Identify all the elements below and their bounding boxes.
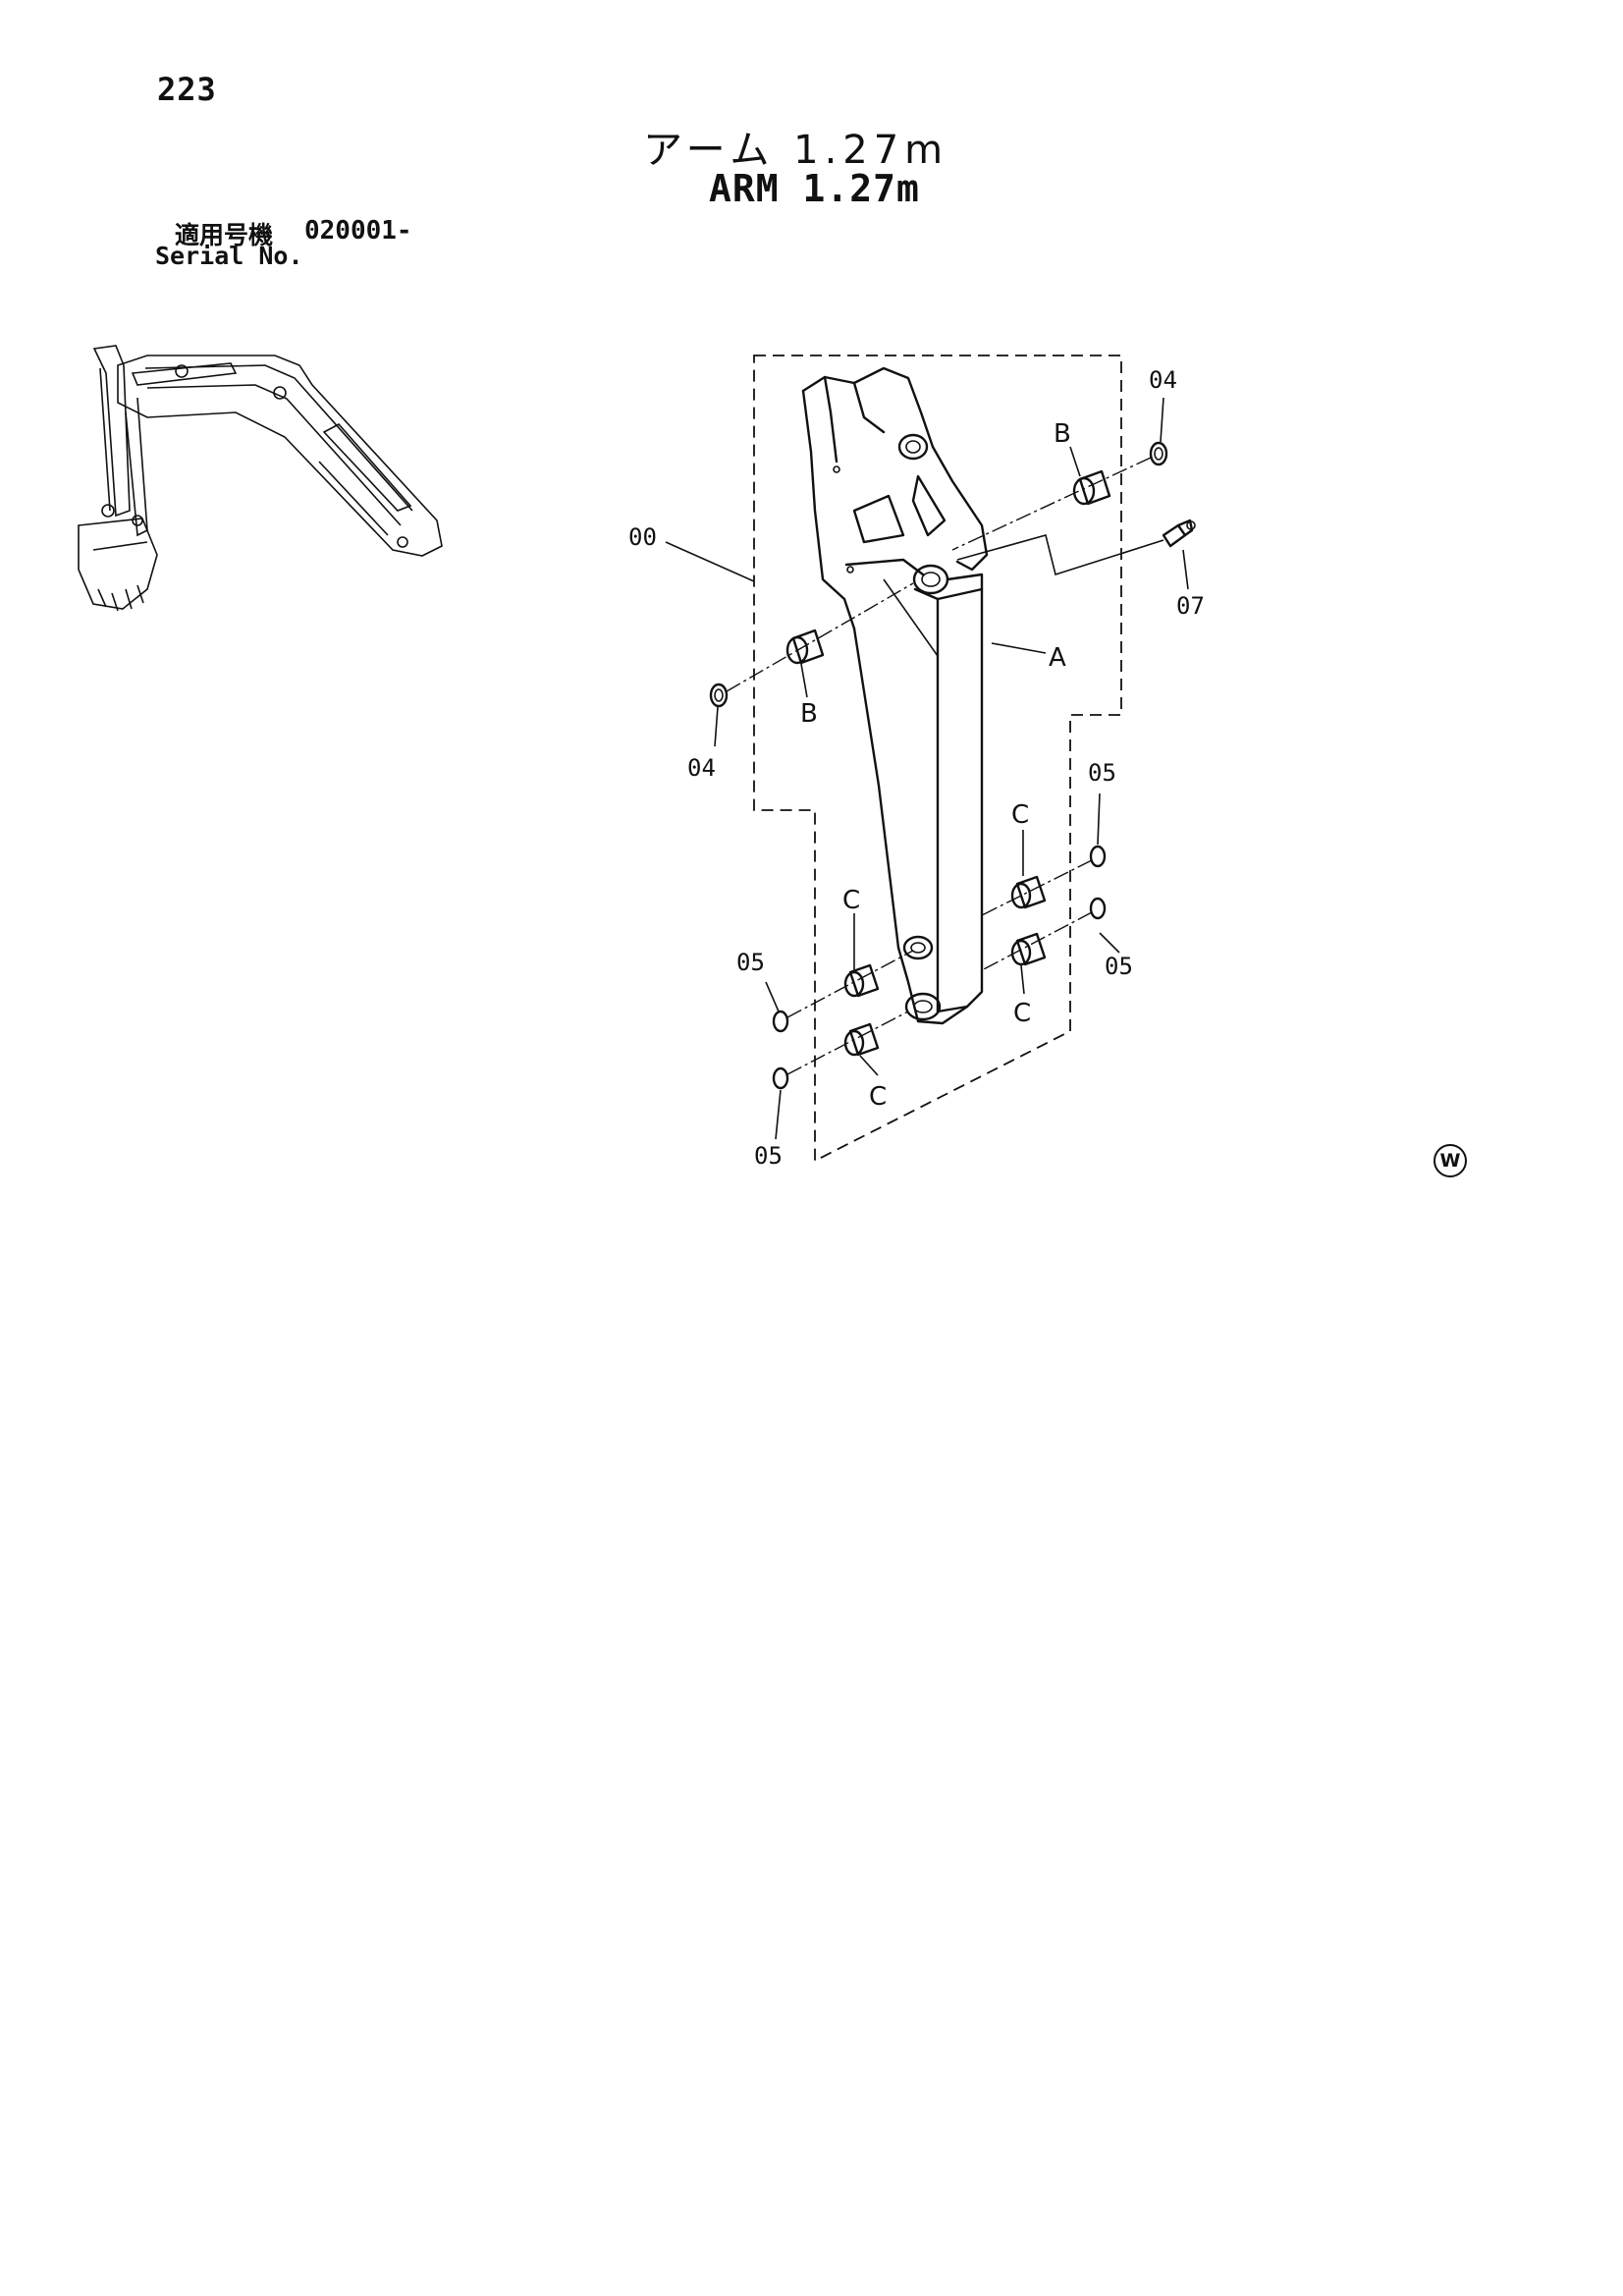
centerline-lower xyxy=(726,582,914,692)
assembly-boundary xyxy=(753,355,1122,1163)
excavator-thumbnail xyxy=(78,345,443,612)
centerline-c-left-upper xyxy=(786,950,914,1018)
bushing-c-right-lower xyxy=(1010,932,1047,966)
serial-label-jp: 適用号機 xyxy=(175,221,274,249)
centerline-upper xyxy=(951,457,1152,551)
page-number: 223 xyxy=(157,71,217,108)
seal-04-lower xyxy=(709,683,729,708)
label-bushing-b-lower: B xyxy=(800,699,818,729)
label-seal-04-upper: 04 xyxy=(1149,366,1177,394)
page-title-en: ARM 1.27m xyxy=(709,167,920,210)
bushing-c-right-upper xyxy=(1010,875,1047,909)
registered-w-mark: W xyxy=(1434,1144,1467,1177)
label-seal-05-right-upper: 05 xyxy=(1088,759,1116,787)
label-bushing-c-left-lower: C xyxy=(869,1082,887,1112)
seal-05-left-upper xyxy=(772,1010,789,1033)
label-arm-a: A xyxy=(1049,643,1066,673)
label-seal-04-lower: 04 xyxy=(687,754,716,782)
label-bushing-c-left-upper: C xyxy=(842,886,860,915)
label-grease-fitting-07: 07 xyxy=(1176,592,1205,620)
bushing-c-left-lower xyxy=(843,1022,880,1057)
serial-value: 020001- xyxy=(304,216,412,246)
bushing-b-upper xyxy=(1072,469,1111,506)
centerline-c-right-upper xyxy=(981,859,1093,916)
seal-04-upper xyxy=(1149,441,1168,466)
seal-05-left-lower xyxy=(772,1066,789,1090)
label-assembly-00: 00 xyxy=(628,523,657,551)
label-seal-05-left-lower: 05 xyxy=(754,1142,783,1170)
label-bushing-c-right-upper: C xyxy=(1011,800,1029,830)
centerline-c-right-lower xyxy=(981,911,1093,971)
bushing-c-left-upper xyxy=(843,963,880,998)
seal-05-right-lower xyxy=(1089,897,1107,920)
centerline-c-left-lower xyxy=(786,1011,909,1075)
label-seal-05-left-upper: 05 xyxy=(736,949,765,976)
page-title-jp: アーム 1.27m xyxy=(643,128,949,173)
serial-label-en: Serial No. xyxy=(155,242,303,270)
bushing-b-lower xyxy=(785,629,825,665)
seal-05-right-upper xyxy=(1089,845,1107,868)
grease-fitting-07 xyxy=(1162,519,1196,548)
label-bushing-c-right-lower: C xyxy=(1013,999,1031,1028)
label-bushing-b-upper: B xyxy=(1054,419,1071,449)
label-seal-05-right-lower: 05 xyxy=(1105,953,1133,980)
arm-body-drawing xyxy=(801,366,989,1025)
